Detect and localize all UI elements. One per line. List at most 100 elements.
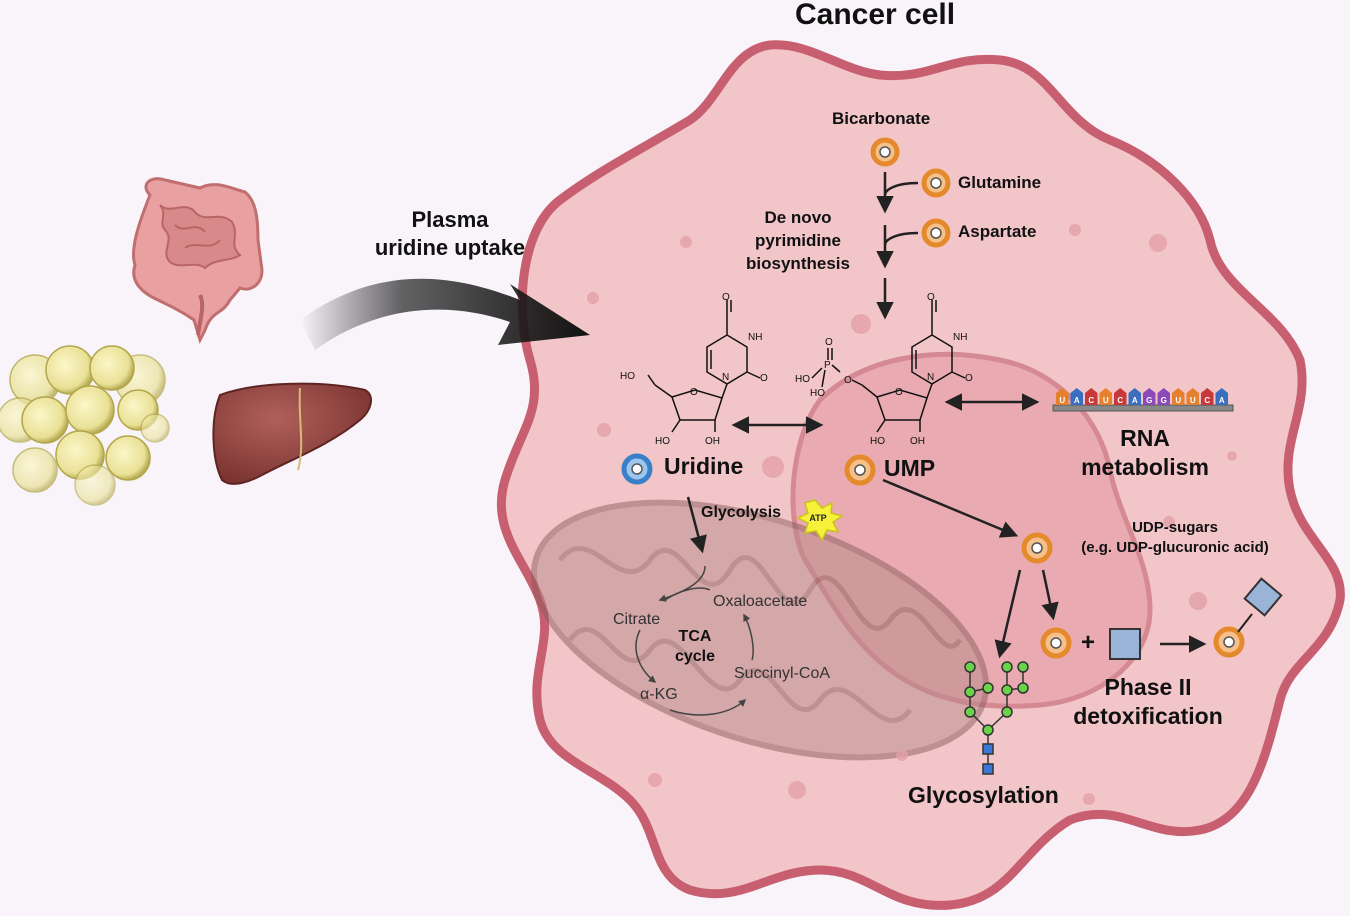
atom-p: P	[824, 360, 831, 371]
atom-oh: OH	[910, 436, 925, 447]
atom-n: N	[722, 372, 729, 383]
rna-base	[1143, 388, 1156, 405]
rna-base	[1157, 388, 1170, 405]
rna-base-letter: U	[1059, 396, 1065, 405]
de-novo-line1: De novo	[764, 208, 832, 227]
atom-o: O	[844, 375, 852, 386]
rna-base-letter: G	[1161, 396, 1167, 405]
uptake-label-line1: Plasma	[411, 207, 489, 232]
rna-base-letter: C	[1088, 396, 1094, 405]
de-novo-line3: biosynthesis	[746, 254, 850, 273]
uridine-atom-labels: O NH O N O HO HO OH	[620, 292, 768, 447]
cytoplasm-vesicles	[587, 224, 1237, 805]
udp-sugars-line2: (e.g. UDP-glucuronic acid)	[1081, 539, 1269, 556]
glycolysis-label: Glycolysis	[701, 504, 782, 521]
uptake-arrow	[300, 278, 590, 350]
rna-base-letter: U	[1103, 396, 1109, 405]
rna-base-letter: A	[1132, 396, 1138, 405]
atom-oh: OH	[705, 436, 720, 447]
rna-metabolism-label: RNA metabolism	[1060, 424, 1230, 482]
rna-base-letter: A	[1219, 396, 1225, 405]
glycosylation-label: Glycosylation	[908, 782, 1059, 808]
rna-base-letter: G	[1146, 396, 1152, 405]
aspartate-marker	[921, 218, 951, 248]
uptake-label: Plasma uridine uptake	[340, 206, 560, 262]
diagram-title: Cancer cell	[795, 0, 956, 31]
phase2-label: Phase II detoxification	[1058, 673, 1238, 731]
ump-atom-labels: O NH O N O O P O HO HO HO OH	[795, 292, 973, 447]
rna-line1: RNA	[1120, 425, 1170, 451]
atom-ho: HO	[810, 388, 825, 399]
rna-base	[1186, 388, 1199, 405]
tca-line1: TCA	[678, 628, 712, 645]
udp-sugar-marker	[1021, 532, 1053, 564]
xenobiotic-square	[1109, 628, 1141, 660]
rna-base	[1172, 388, 1185, 405]
atom-nh: NH	[748, 332, 762, 343]
conjugate-marker	[1213, 577, 1283, 658]
tca-line2: cycle	[674, 648, 716, 665]
atom-o: O	[927, 292, 935, 303]
atom-o: O	[965, 373, 973, 384]
tca-oxaloacetate-label: Oxaloacetate	[713, 593, 807, 610]
de-novo-label: De novo pyrimidine biosynthesis	[728, 206, 868, 275]
de-novo-line2: pyrimidine	[755, 231, 841, 250]
uridine-label: Uridine	[664, 453, 744, 479]
tca-akg-label: α-KG	[640, 686, 678, 703]
plus-sign: +	[1081, 629, 1096, 656]
phase2-line1: Phase II	[1104, 674, 1192, 700]
udp-sugars-line1: UDP-sugars	[1132, 519, 1218, 536]
ump-structure	[811, 300, 966, 433]
rna-base-letter: A	[1074, 396, 1080, 405]
rna-base-letter: U	[1190, 396, 1196, 405]
rna-base	[1201, 388, 1214, 405]
rna-base	[1070, 388, 1083, 405]
ump-label: UMP	[884, 455, 936, 481]
udp-sugar-substrate-marker	[1040, 627, 1072, 659]
aspartate-label: Aspartate	[958, 222, 1037, 241]
bicarbonate-label: Bicarbonate	[832, 109, 931, 128]
intestine-illustration	[131, 177, 264, 345]
phase2-line2: detoxification	[1073, 703, 1223, 729]
uridine-structure	[647, 300, 761, 433]
atom-o: O	[722, 292, 730, 303]
rna-base	[1128, 388, 1141, 405]
tca-cycle-label: TCA cycle	[665, 627, 725, 667]
rna-base-letter: C	[1117, 396, 1123, 405]
bicarbonate-marker	[870, 137, 900, 167]
atp-burst: ATP	[796, 499, 844, 542]
atom-o: O	[760, 373, 768, 384]
atom-o: O	[690, 387, 698, 398]
rna-base-letter: U	[1175, 396, 1181, 405]
glycan-tree	[964, 661, 1029, 775]
atom-ho: HO	[655, 436, 670, 447]
glutamine-label: Glutamine	[958, 173, 1042, 192]
atp-label: ATP	[809, 513, 826, 523]
rna-base	[1056, 388, 1069, 405]
rna-base	[1114, 388, 1127, 405]
atom-nh: NH	[953, 332, 967, 343]
tca-cycle-arrows	[635, 565, 754, 716]
rna-base-letter: C	[1204, 396, 1210, 405]
uridine-marker	[621, 453, 653, 485]
mitochondrion	[530, 499, 990, 761]
uptake-label-line2: uridine uptake	[374, 235, 526, 260]
ump-marker	[844, 454, 876, 486]
tca-citrate-label: Citrate	[613, 611, 660, 628]
atom-n: N	[927, 372, 934, 383]
atom-ho: HO	[795, 374, 810, 385]
atom-o: O	[825, 337, 833, 348]
atom-ho: HO	[620, 371, 635, 382]
tca-succinyl-label: Succinyl-CoA	[734, 665, 830, 682]
rna-base	[1085, 388, 1098, 405]
rna-line2: metabolism	[1081, 454, 1209, 480]
rna-base	[1215, 388, 1228, 405]
pathway-arrows	[686, 172, 1207, 659]
udp-sugars-label: UDP-sugars (e.g. UDP-glucuronic acid)	[1065, 518, 1285, 558]
glutamine-marker	[921, 168, 951, 198]
atom-o: O	[895, 387, 903, 398]
adipocytes-illustration	[0, 345, 170, 506]
